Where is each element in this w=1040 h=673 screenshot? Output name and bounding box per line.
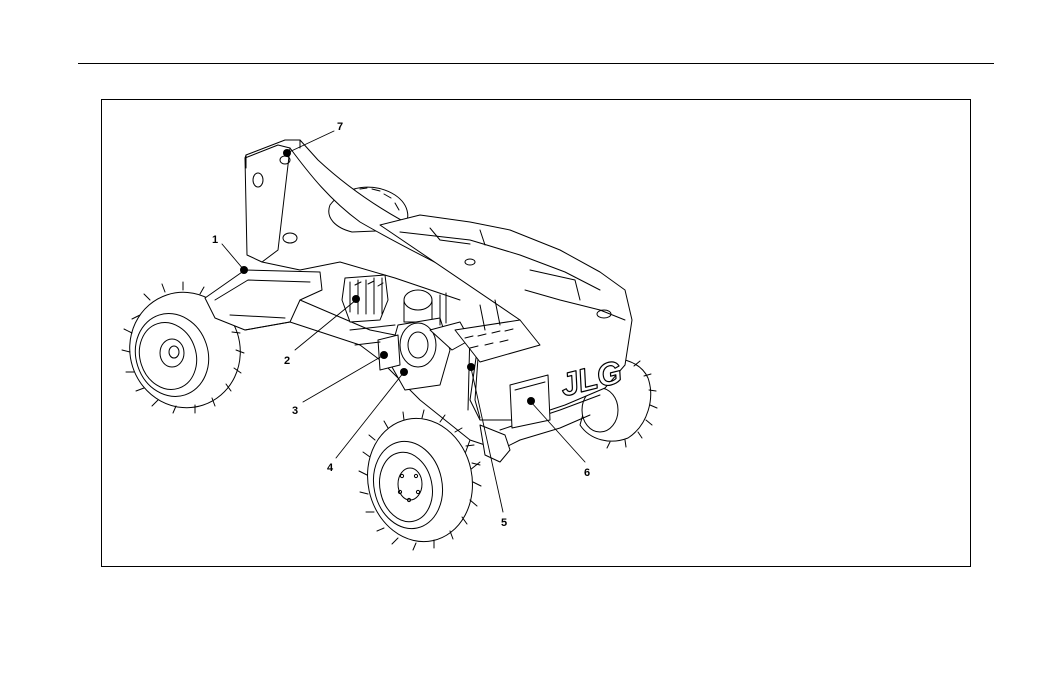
callout-2: 2 — [284, 355, 290, 367]
callout-6: 6 — [584, 467, 590, 479]
callout-dot-6 — [527, 397, 535, 405]
callout-dot-7 — [283, 149, 291, 157]
callout-dot-4 — [400, 368, 408, 376]
callout-5: 5 — [501, 517, 507, 529]
callout-3: 3 — [292, 405, 298, 417]
front-right-tire — [356, 409, 484, 552]
callout-dot-2 — [352, 295, 360, 303]
callout-dot-5 — [467, 363, 475, 371]
callout-dot-1 — [240, 266, 248, 274]
callout-1: 1 — [212, 234, 218, 246]
callout-7: 7 — [337, 121, 343, 133]
callout-4: 4 — [327, 462, 334, 474]
callout-dot-3 — [380, 351, 388, 359]
